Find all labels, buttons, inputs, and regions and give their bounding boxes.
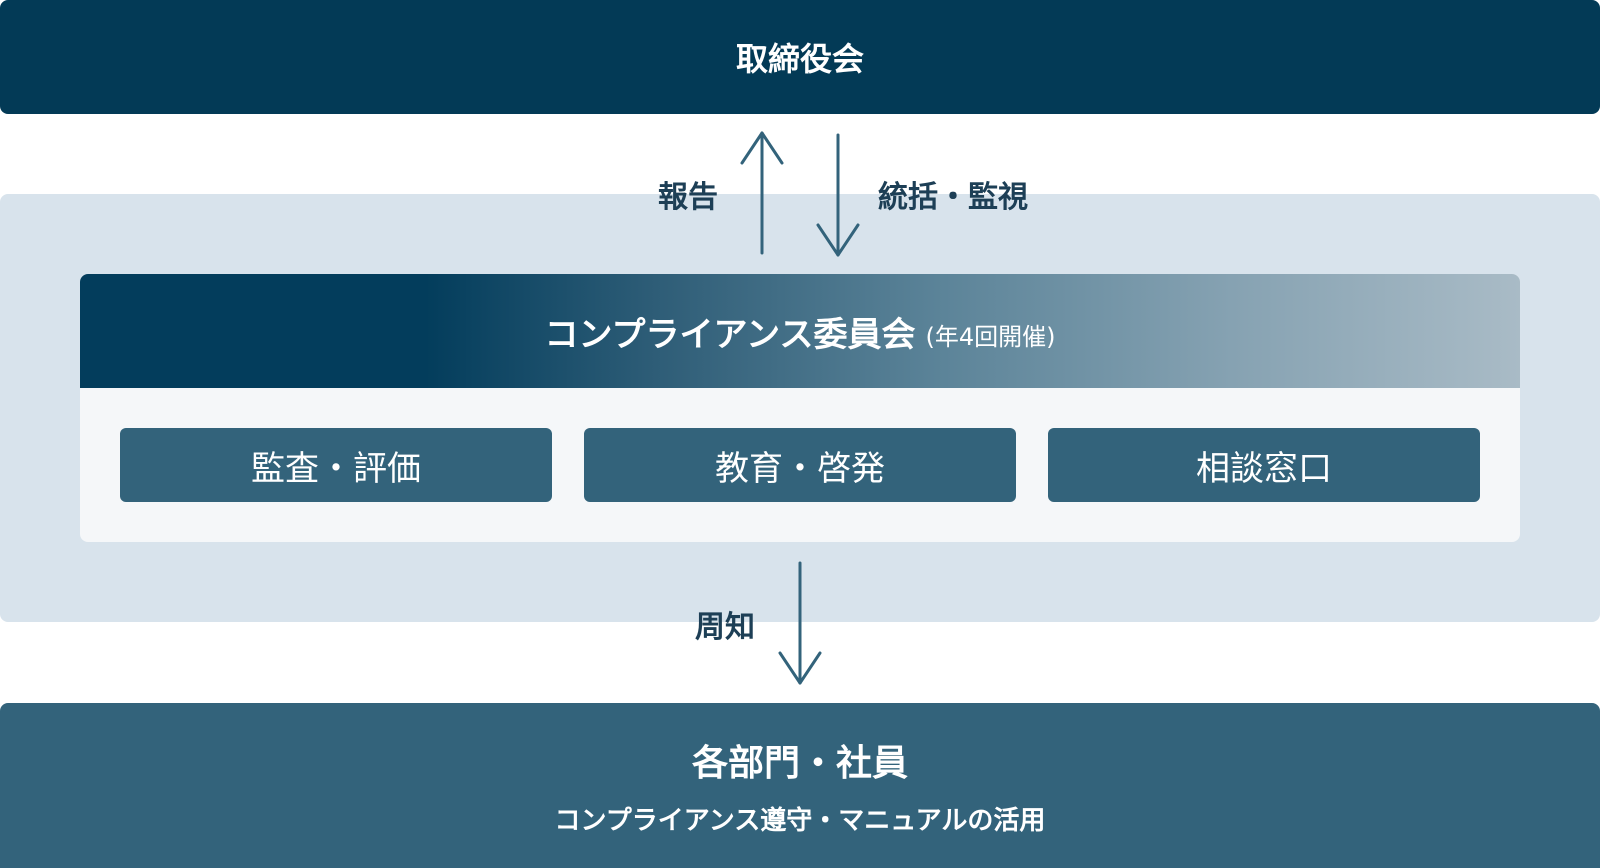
function-label: 相談窓口 xyxy=(1196,448,1332,489)
flow-label-notice: 周知 xyxy=(695,610,755,645)
departments-title: 各部門・社員 xyxy=(691,743,908,784)
function-label: 教育・啓発 xyxy=(715,448,885,489)
departments-employees-box: 各部門・社員 コンプライアンス遵守・マニュアルの活用 xyxy=(0,703,1600,868)
flow-label-report: 報告 xyxy=(658,180,718,215)
committee-subtitle: (年4回開催) xyxy=(925,322,1056,351)
function-label: 監査・評価 xyxy=(251,448,421,489)
function-consultation-desk: 相談窓口 xyxy=(1048,428,1480,502)
board-of-directors-box: 取締役会 xyxy=(0,0,1600,114)
departments-description: コンプライアンス遵守・マニュアルの活用 xyxy=(554,806,1046,836)
flow-label-oversight: 統括・監視 xyxy=(878,180,1028,215)
function-education-awareness: 教育・啓発 xyxy=(584,428,1016,502)
committee-title: コンプライアンス委員会 xyxy=(544,314,916,355)
function-audit-evaluation: 監査・評価 xyxy=(120,428,552,502)
committee-header: コンプライアンス委員会 (年4回開催) xyxy=(80,274,1520,388)
compliance-committee-panel: コンプライアンス委員会 (年4回開催) 監査・評価 教育・啓発 相談窓口 xyxy=(80,274,1520,542)
board-label: 取締役会 xyxy=(735,40,864,78)
